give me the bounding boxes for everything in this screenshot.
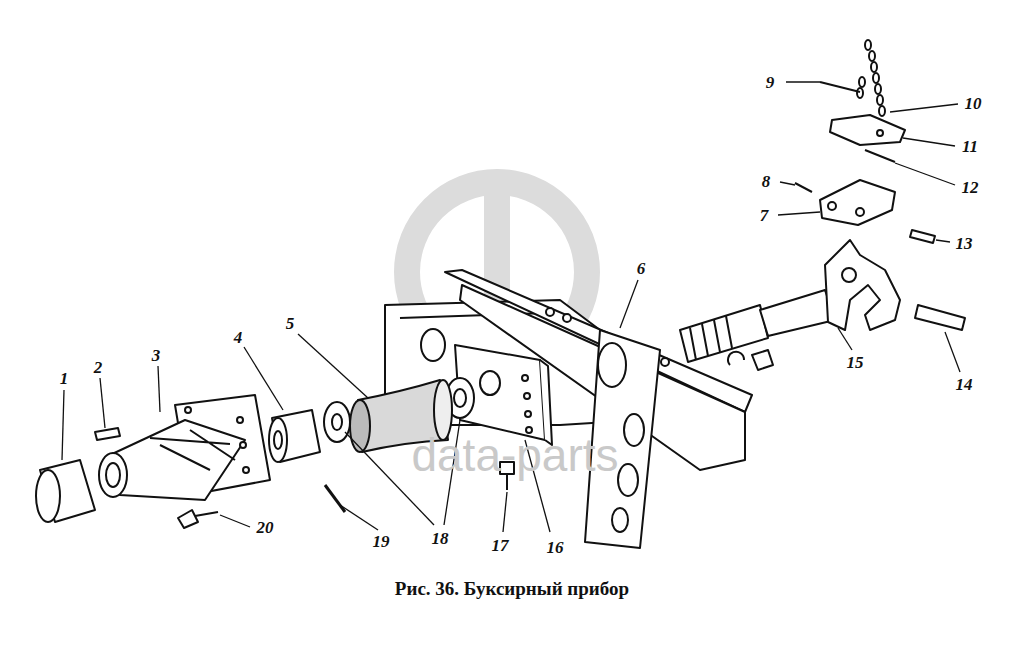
figure-caption: Рис. 36. Буксирный прибор xyxy=(395,579,629,598)
callout-number: 18 xyxy=(432,530,449,547)
callout-number: 12 xyxy=(962,179,979,196)
watermark: data-parts xyxy=(411,432,618,478)
callout-number: 15 xyxy=(847,354,864,371)
callout-number: 19 xyxy=(373,533,390,550)
callout-number: 16 xyxy=(547,539,564,556)
callout-number: 14 xyxy=(956,376,973,393)
callout-number: 10 xyxy=(965,95,982,112)
callout-number: 6 xyxy=(637,260,646,277)
callout-number: 3 xyxy=(152,347,161,364)
callout-number: 8 xyxy=(762,173,771,190)
callout-number: 11 xyxy=(962,138,978,155)
callout-number: 5 xyxy=(286,315,295,332)
callout-number: 13 xyxy=(956,235,973,252)
callout-number: 1 xyxy=(60,370,69,387)
callout-number: 9 xyxy=(766,74,775,91)
callout-number: 2 xyxy=(94,359,103,376)
callout-number: 17 xyxy=(492,537,509,554)
callout-number: 20 xyxy=(257,519,274,536)
callout-number: 4 xyxy=(234,329,243,346)
callout-number: 7 xyxy=(760,207,769,224)
